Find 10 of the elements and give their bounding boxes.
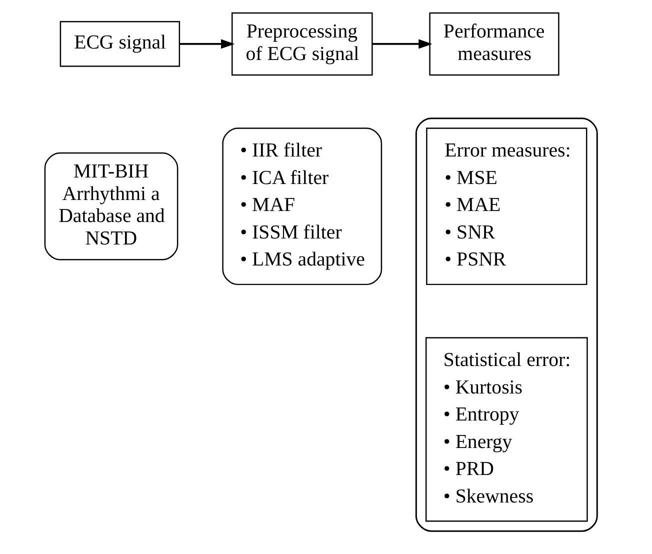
- arrow: [372, 39, 432, 49]
- node-box: Statistical error: • Kurtosis • Entropy • Energy • PRD • Skewness: [425, 337, 588, 522]
- node-box: ECG signal: [60, 21, 180, 67]
- node-box: • IIR filter • ICA filter • MAF • ISSM filter • LMS adaptive: [222, 128, 382, 286]
- node-box: Error measures: • MSE • MAE • SNR • PSNR: [426, 128, 588, 286]
- arrow: [180, 39, 235, 49]
- node-box: Performance measures: [429, 12, 560, 76]
- node-box: Preprocessing of ECG signal: [232, 12, 373, 76]
- cluster: [415, 118, 598, 532]
- node-box: MIT-BIH Arrhythmi a Database and NSTD: [44, 152, 178, 260]
